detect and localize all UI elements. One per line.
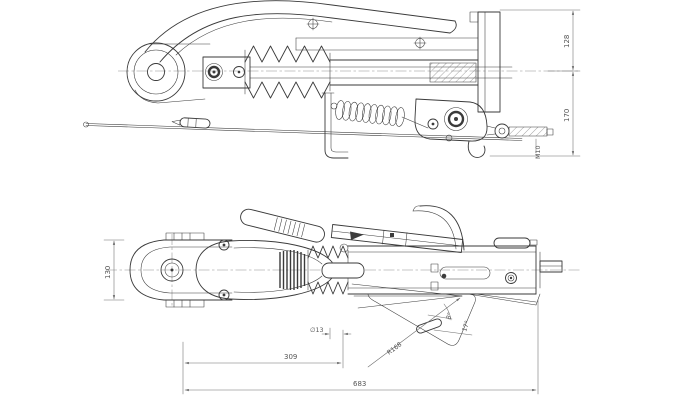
dimension-309: 309: [182, 329, 344, 395]
dim-683-label: 683: [353, 380, 366, 388]
main-body-plan: [347, 237, 563, 306]
dimension-m10: M10: [535, 138, 542, 159]
dim-8deg-label: 8°: [444, 311, 454, 320]
dimension-angle-17: 17°: [433, 303, 473, 336]
warning-triangle-icon: [350, 231, 364, 240]
dim-17deg-label: 17°: [460, 320, 471, 333]
dimension-dia13: ∅13: [310, 327, 352, 340]
lever-guide-loop: [419, 205, 465, 251]
dimension-angle-8: 8°: [427, 311, 454, 321]
dimension-170: 170: [563, 71, 575, 156]
recoil-spring: [330, 100, 429, 129]
lever-travel-fan: [351, 283, 463, 309]
dim-128-label: 128: [563, 35, 571, 48]
spring-bracket-side: [321, 92, 349, 159]
bellows-plan: [307, 245, 365, 295]
plan-view: 130 ∅13 309 683 R168: [103, 205, 580, 395]
mounting-plate-side: [469, 11, 501, 113]
drawbar-tongue: [321, 262, 365, 279]
safety-hook-icon: [467, 140, 486, 158]
dim-r168-label: R168: [386, 341, 403, 356]
bellows-side: [244, 45, 331, 99]
handle-body-plan: [195, 240, 333, 300]
upper-rail-side: [295, 36, 479, 51]
sector-bracket-plan: [351, 283, 476, 346]
dim-309-label: 309: [284, 353, 297, 361]
side-dimensions: 128 170 M10: [489, 9, 581, 159]
coupling-head-side: [126, 42, 211, 104]
coupling-head-plan: [129, 232, 233, 308]
m10-threaded-rod: [508, 126, 554, 137]
handbrake-lever-plan: [240, 205, 465, 253]
handbrake-lever-side: [144, 0, 457, 63]
shaft-stub: [539, 260, 563, 273]
sector-slot: [416, 318, 442, 334]
breakaway-cable: [83, 117, 523, 141]
grip-ribs: [279, 250, 306, 290]
dimension-130: 130: [103, 239, 125, 301]
damper-pill: [493, 237, 531, 249]
dimension-r168: R168: [367, 297, 461, 368]
dim-m10-label: M10: [535, 146, 542, 159]
dim-130-label: 130: [104, 266, 112, 279]
body-slot: [439, 266, 491, 280]
drawtube-side: [249, 59, 513, 86]
brake-linkage-side: [414, 98, 510, 158]
dimension-128: 128: [563, 10, 575, 71]
dim-dia13-label: ∅13: [310, 327, 324, 334]
dim-170-label: 170: [563, 109, 571, 122]
side-view: 128 170 M10: [83, 0, 581, 159]
cable-ferrule: [171, 117, 211, 129]
dimension-683: 683: [184, 299, 539, 395]
damper-block-side: [202, 56, 251, 89]
